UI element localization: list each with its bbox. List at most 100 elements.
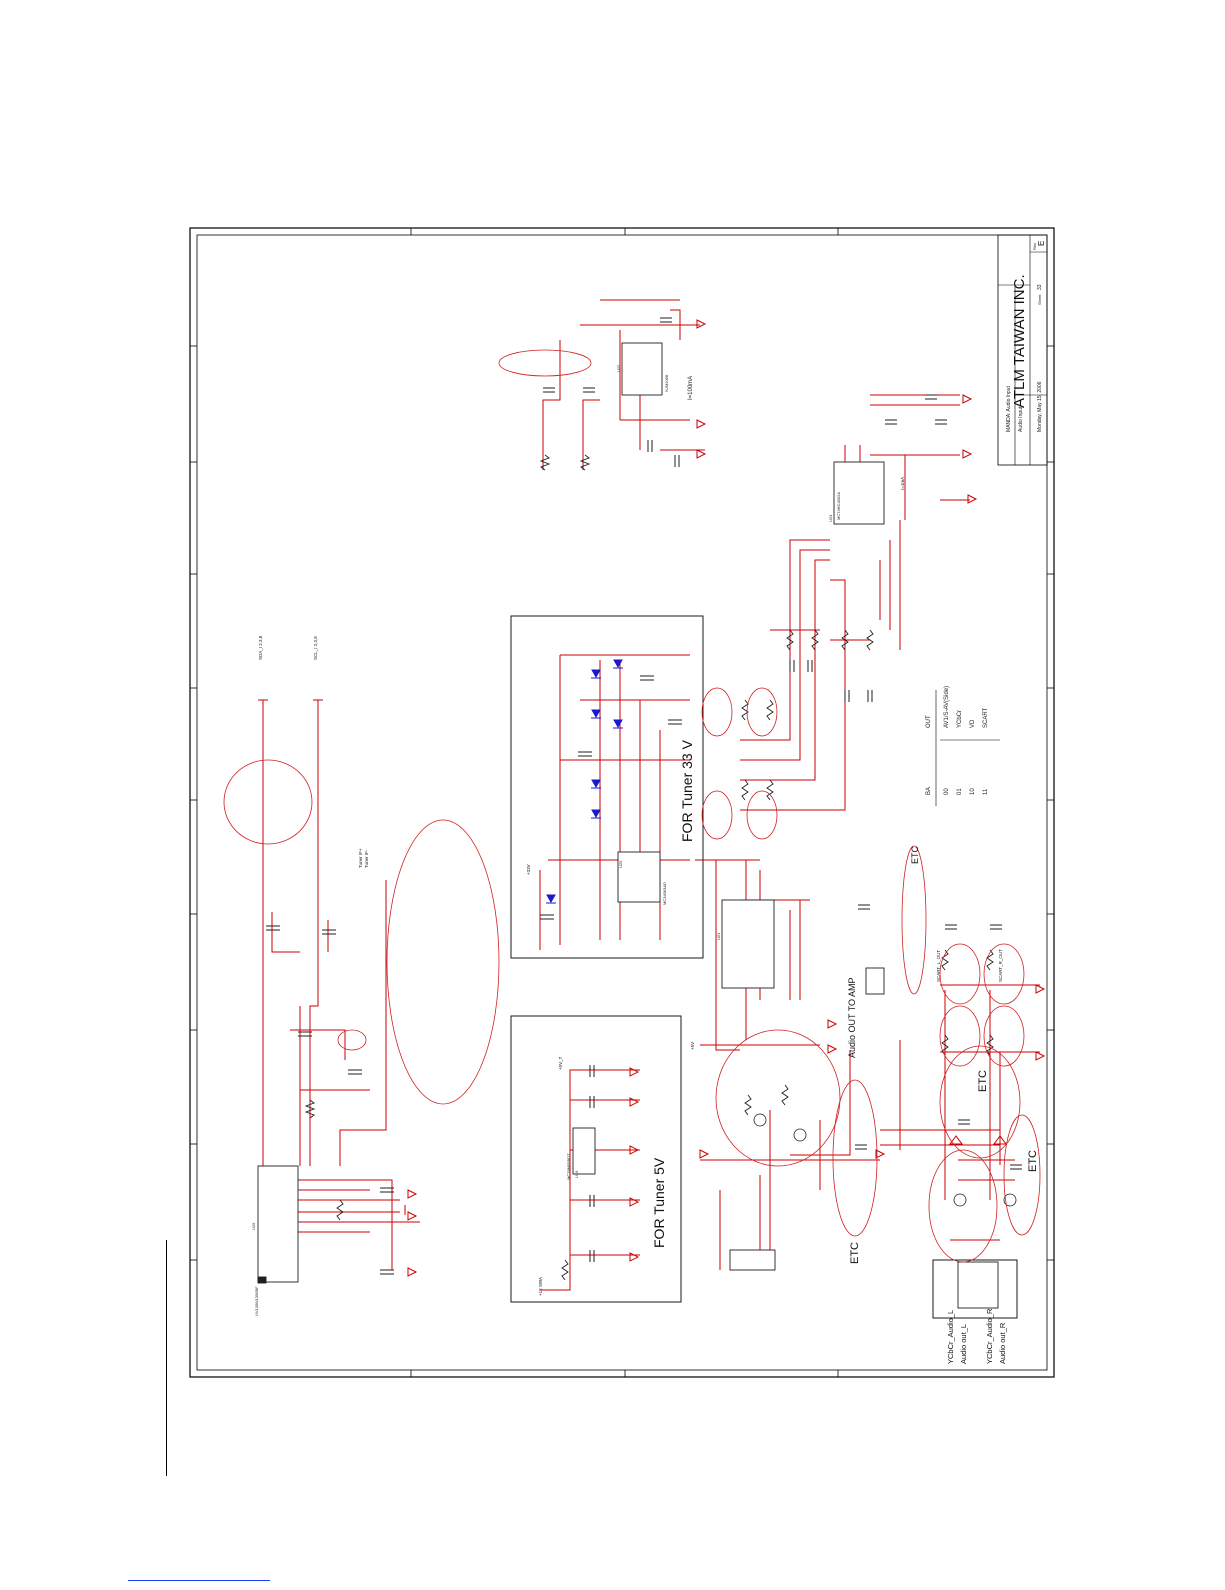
annotation-tuner — [386, 819, 500, 1105]
net-plus5vt: +5V_T — [558, 1056, 563, 1070]
capacitors — [266, 317, 1022, 1275]
annotation-etc-4 — [928, 1149, 998, 1263]
net-ir-current-2: I=1mA — [900, 477, 905, 490]
jack-j16 — [957, 1261, 999, 1309]
u23-part: MC74HC4052A — [836, 492, 841, 520]
ic-u19-regulator — [572, 1127, 596, 1175]
truth-row-2-out: VD — [970, 719, 976, 728]
net-labels: SDA_I 2,3,8 SCL_I 2,3,8 I=100mA I=1mA +5… — [258, 376, 1003, 1296]
truth-row-0-ba: 00 — [944, 788, 950, 795]
u20-ref: U20 — [618, 860, 623, 868]
tuner-5v-box — [510, 1015, 682, 1303]
u22-part: NJM2068 — [664, 374, 669, 392]
u20-part: MC34063AD — [662, 882, 667, 905]
net-tuner-if: Tuner IF+ — [358, 848, 363, 868]
etc-label-3: ETC — [977, 1070, 989, 1092]
transistors — [753, 1113, 1017, 1207]
diodes — [546, 659, 623, 904]
annotation-capacitor — [337, 1029, 367, 1051]
ic-text: U15 UV1356/1356BF U19 MC78M05BDT U20 MC3… — [251, 364, 841, 1316]
truth-row-2-ba: 10 — [970, 788, 976, 795]
annotation-scart-1 — [939, 943, 981, 1005]
jack-labels: YCbCr_Audio_L Audio out_L YCbCr_Audio_R … — [946, 1308, 1007, 1364]
annotation-input-left — [701, 687, 733, 737]
annotation-scart-2 — [983, 943, 1025, 1005]
company-name: ATLM TAIWAN INC. — [1011, 274, 1028, 408]
u19-part: MC78M05BDT — [566, 1153, 571, 1180]
annotation-etc-5 — [1003, 1114, 1041, 1236]
truth-row-1-out: YCbCr — [957, 710, 963, 728]
etc-label-4: ETC — [1027, 1150, 1039, 1172]
ic-u23-mux — [833, 461, 885, 525]
audio-out-label: Audio OUT TO AMP — [847, 977, 857, 1058]
annotation-sda-scl — [223, 759, 313, 845]
jack-label-audio-out-r: Audio out_R — [998, 1322, 1007, 1364]
u19-ref: U19 — [574, 1170, 579, 1178]
connector-j4 — [865, 967, 885, 995]
annotation-scart-3 — [939, 1005, 981, 1067]
etc-label-2: ETC — [849, 1242, 861, 1264]
net-plus5v: +5V — [690, 1042, 695, 1050]
resistors — [304, 454, 994, 1281]
jack-label-ycbcr-l: YCbCr_Audio_L — [946, 1310, 955, 1364]
u23-ref: U23 — [828, 514, 833, 522]
ground-symbols — [407, 319, 1046, 1277]
u15-ref: U15 — [251, 1222, 256, 1230]
truth-header-ba: BA — [926, 787, 932, 795]
audio-out-jack-box — [932, 1259, 1018, 1319]
rev-value: E — [1037, 241, 1046, 246]
u22-ref: U22 — [616, 364, 621, 372]
net-sda: SDA_I 2,3,8 — [258, 635, 263, 660]
annotation-etc-3 — [939, 1045, 1021, 1159]
truth-header-out: OUT — [926, 715, 932, 728]
truth-row-1-ba: 01 — [957, 788, 963, 795]
u15-part: UV1356/1356BF — [254, 1286, 259, 1316]
section-boxes — [510, 615, 1018, 1319]
tuner-5v-label: FOR Tuner 5V — [651, 1157, 667, 1248]
connector-cn12 — [729, 1249, 776, 1271]
annotation-muting — [715, 1029, 841, 1167]
truth-row-3-out: SCART — [983, 707, 989, 728]
net-scl: SCL_I 2,3,8 — [313, 636, 318, 660]
annotation-input-right — [746, 687, 778, 737]
tuner-33v-label: FOR Tuner 33 V — [679, 739, 695, 842]
annotation-input-low-left — [701, 790, 733, 840]
net-ir-current: I=100mA — [688, 376, 694, 400]
annotation-etc-2 — [832, 1079, 878, 1237]
ic-u20-converter — [617, 851, 661, 903]
date-label: Monday, May 15, 2006 — [1037, 381, 1043, 432]
title-label: MANDA: Audio Input — [1006, 386, 1012, 432]
ic-u22-opamp — [621, 342, 663, 396]
annotation-etc-1 — [901, 845, 927, 995]
sheet-number: 33 — [1037, 284, 1043, 290]
frame-tick-marks — [190, 228, 1054, 1377]
left-margin-rule — [166, 1240, 167, 1476]
annotation-scart-4 — [983, 1005, 1025, 1067]
rev-label: Rev — [1032, 243, 1037, 250]
review-annotations — [223, 349, 1041, 1263]
net-scart-r: SCART_R_OUT — [998, 949, 1003, 982]
net-tuner-if2: Tuner IF- — [364, 849, 369, 868]
net-plus33v: +33V — [526, 864, 531, 875]
integrated-circuits — [257, 342, 999, 1309]
footer-link-underline[interactable] — [128, 1580, 270, 1581]
net-scart-l: SCART_L_OUT — [936, 950, 941, 982]
tuner-33v-box — [510, 615, 704, 959]
u21-ref: U21 — [716, 932, 721, 940]
sheet-label: Sheet — [1037, 294, 1042, 305]
truth-row-0-out: AV1/S-AV(Side) — [944, 686, 950, 728]
net-plus12v: +12 SWA — [538, 1277, 543, 1296]
ic-u21-switch — [721, 899, 775, 989]
annotation-opamp-caps — [498, 349, 592, 377]
truth-table: BA OUT 00 AV1/S-AV(Side) 01 YCbCr 10 VD … — [926, 686, 1000, 806]
jack-label-audio-out-l: Audio out_L — [959, 1324, 968, 1364]
truth-row-3-ba: 11 — [983, 788, 989, 795]
annotation-input-low-right — [746, 790, 778, 840]
ic-u15-tuner — [257, 1165, 299, 1283]
drawing-frame — [189, 227, 1055, 1378]
etc-label-1: ETC — [910, 845, 920, 864]
document-label: Audio Input — [1018, 406, 1024, 432]
wiring-network — [258, 299, 1040, 1291]
